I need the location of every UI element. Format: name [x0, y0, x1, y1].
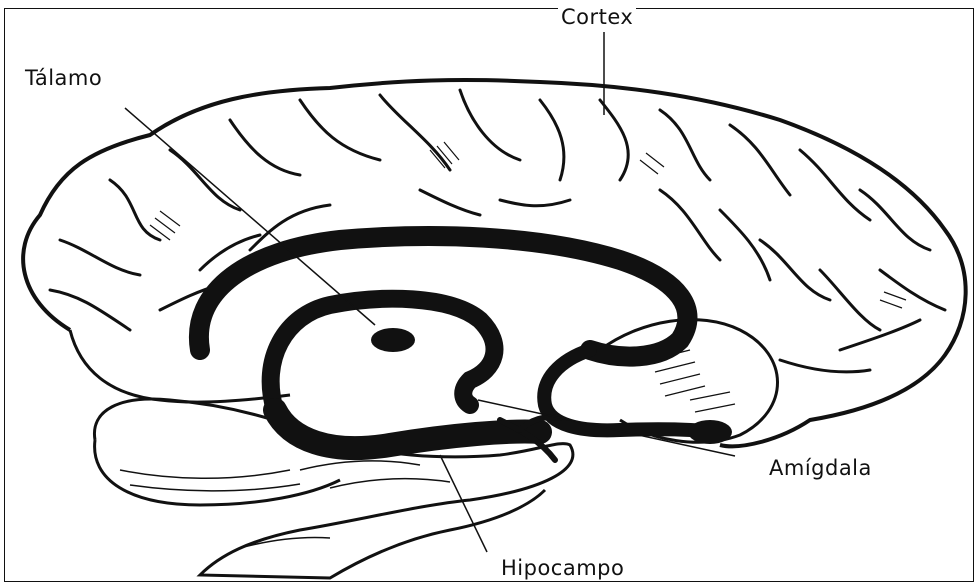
label-amygdala: Amígdala — [766, 456, 875, 480]
label-cortex: Cortex — [558, 5, 636, 29]
label-thalamus: Tálamo — [22, 66, 105, 90]
temporal-lobe-outline — [70, 330, 290, 402]
fornix-arc — [271, 299, 495, 410]
thalamus-mass — [371, 328, 415, 352]
brain-outline — [23, 80, 966, 446]
limbic-system — [199, 236, 720, 448]
hippocampus-body — [275, 410, 540, 448]
amygdala-mass — [688, 420, 732, 444]
label-hippocampus: Hipocampo — [498, 556, 627, 580]
